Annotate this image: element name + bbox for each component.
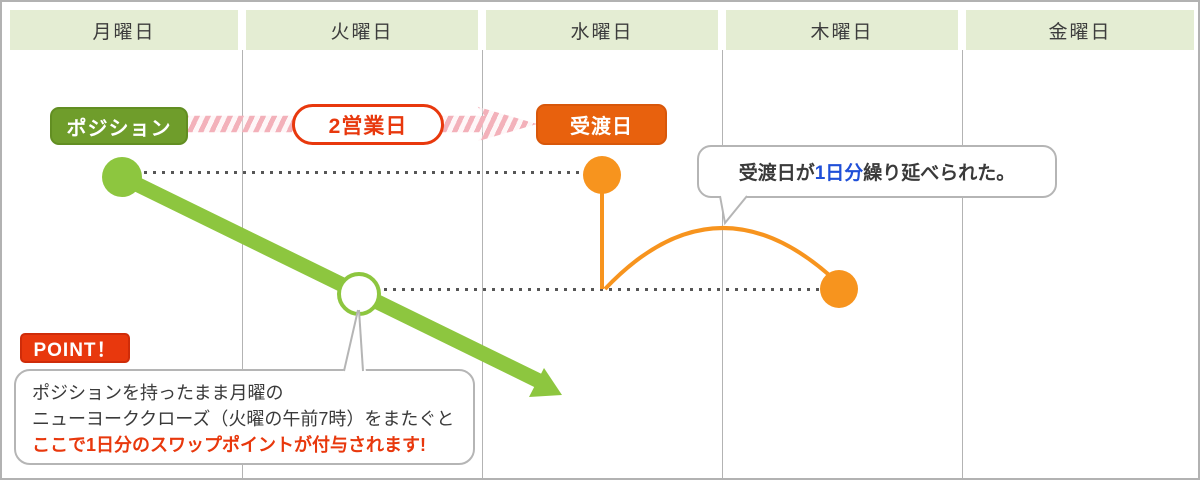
day-header-thursday: 木曜日	[726, 10, 958, 50]
delivery-note-suffix: 繰り延べられた。	[863, 163, 1016, 184]
bottom-bubble-tail-right-line	[358, 309, 364, 372]
column-divider-4	[962, 50, 963, 478]
right-bubble-tail-outline	[719, 195, 748, 226]
point-note-line2: ニューヨーククローズ（火曜の午前7時）をまたぐと	[32, 409, 455, 429]
ny-close-open-dot-icon	[337, 272, 381, 316]
position-holding-arrow-line	[118, 170, 543, 388]
point-note-line3: ここで1日分のスワップポイントが付与されます!	[32, 435, 427, 455]
business-days-badge: 2営業日	[292, 104, 444, 145]
day-header-wednesday: 水曜日	[486, 10, 718, 50]
swap-point-explanation-callout: ポジションを持ったまま月曜の ニューヨーククローズ（火曜の午前7時）をまたぐと …	[14, 369, 475, 465]
right-bubble-tail-icon	[720, 194, 748, 224]
bottom-bubble-tail-left-line	[343, 309, 359, 372]
bottom-bubble-tail-icon	[343, 308, 366, 372]
position-arrow-head-icon	[529, 368, 562, 397]
dotted-line-rolled-delivery	[384, 288, 822, 291]
dotted-line-original-delivery	[144, 171, 588, 174]
new-delivery-dot-icon	[820, 270, 858, 308]
point-note-line1: ポジションを持ったまま月曜の	[32, 383, 284, 403]
position-badge: ポジション	[50, 107, 188, 145]
delivery-note-highlight: 1日分	[814, 163, 864, 184]
column-divider-2	[482, 50, 483, 478]
position-start-dot-icon	[102, 157, 142, 197]
day-header-friday: 金曜日	[966, 10, 1194, 50]
delivery-note-prefix: 受渡日が	[738, 163, 815, 184]
column-divider-3	[722, 50, 723, 478]
original-delivery-dot-icon	[583, 156, 621, 194]
day-header-monday: 月曜日	[10, 10, 238, 50]
point-badge: POINT！	[20, 333, 130, 363]
delivery-date-badge: 受渡日	[536, 104, 667, 145]
day-header-tuesday: 火曜日	[246, 10, 478, 50]
